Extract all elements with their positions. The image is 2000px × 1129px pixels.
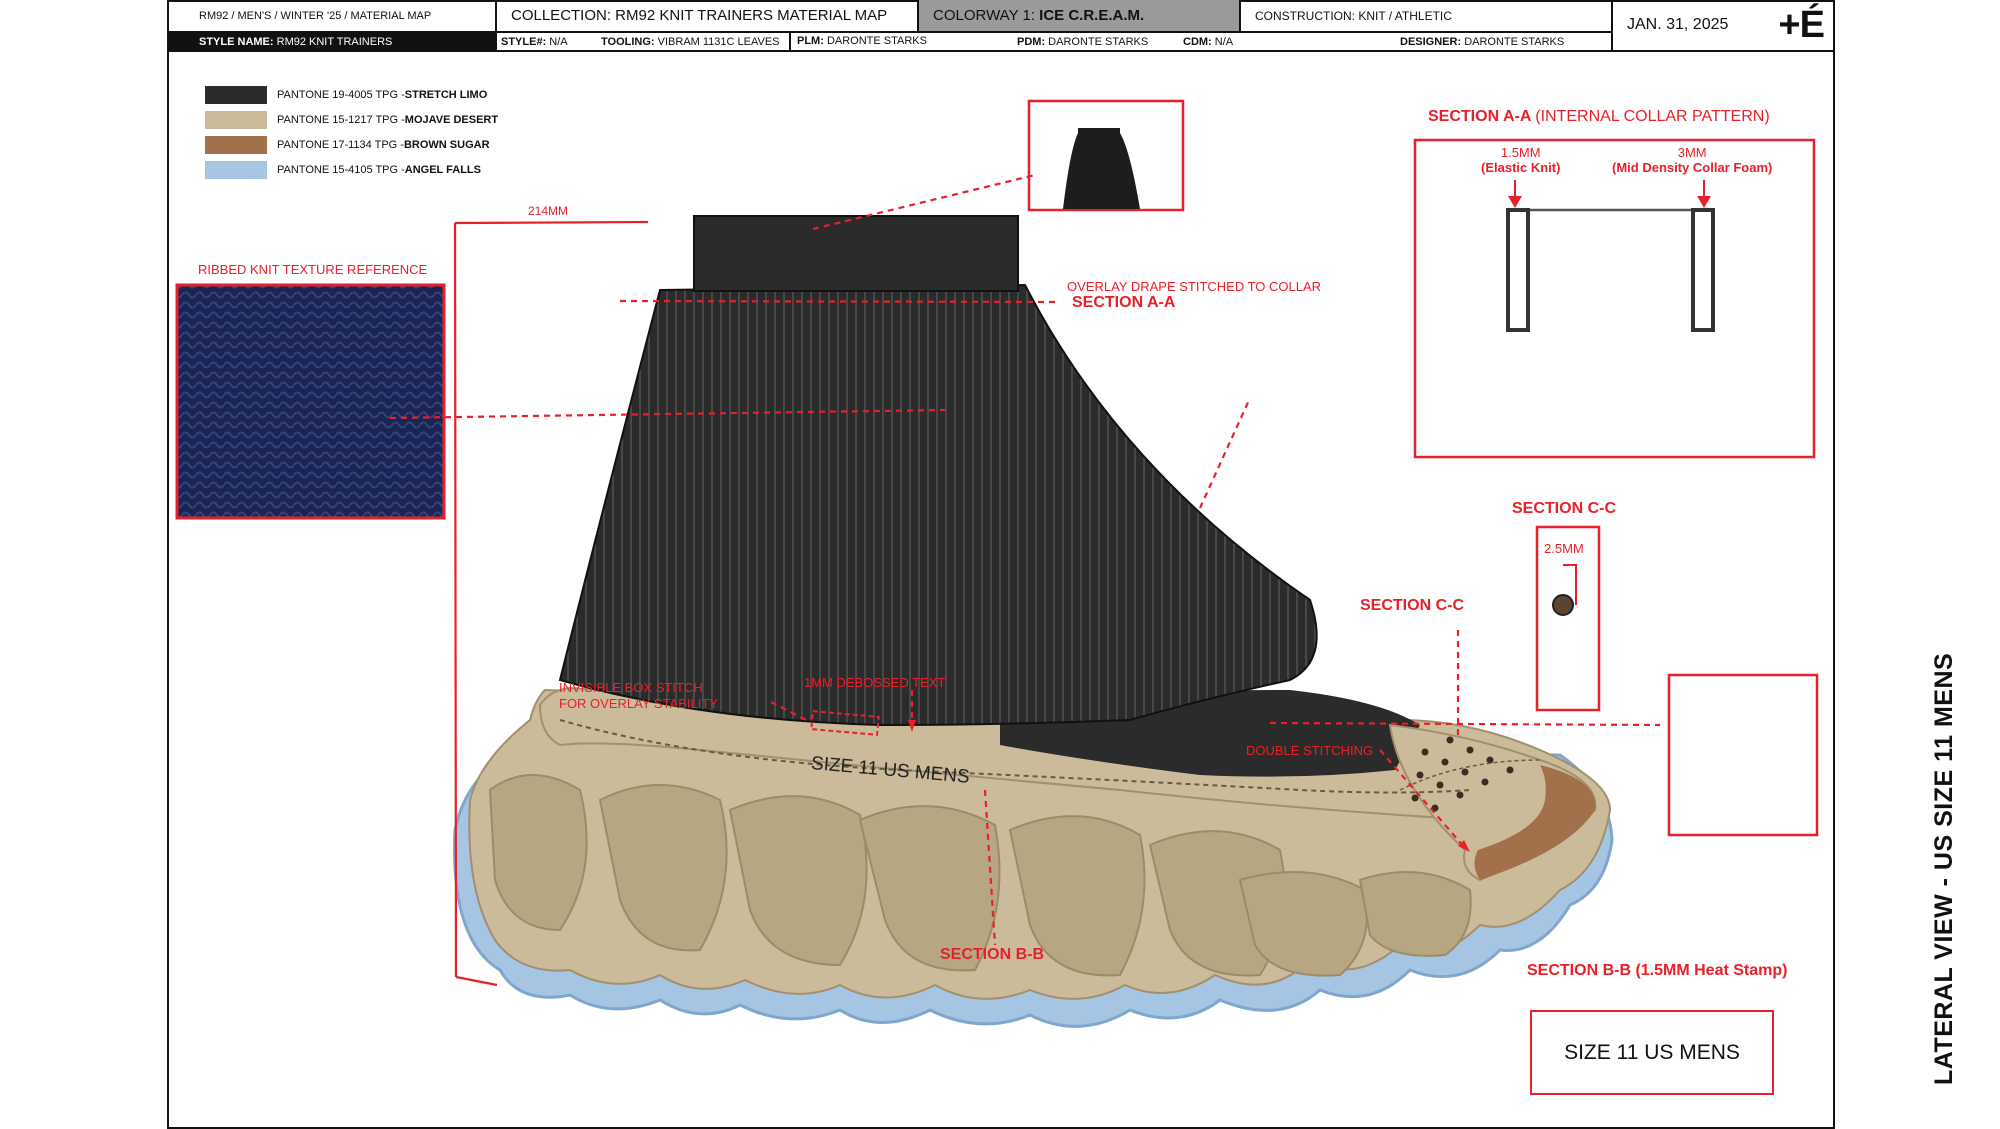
construction: CONSTRUCTION: KNIT / ATHLETIC <box>1241 0 1613 33</box>
style-number: STYLE#: N/A <box>501 36 568 48</box>
collection-title: COLLECTION: RM92 KNIT TRAINERS MATERIAL … <box>497 0 919 33</box>
legend-name: ANGEL FALLS <box>404 163 481 176</box>
invisible-stitch-line2: FOR OVERLAY STABILITY <box>559 696 718 711</box>
eyelet-detail <box>1552 594 1574 616</box>
designer-value: DARONTE STARKS <box>1464 35 1565 48</box>
dimension-214mm <box>453 220 649 987</box>
knit-texture-swatch <box>175 283 446 520</box>
legend-item: PANTONE 15-1217 TPG - MOJAVE DESERT <box>205 107 498 132</box>
eyelets <box>1411 736 1514 812</box>
ribbed-reference-label: RIBBED KNIT TEXTURE REFERENCE <box>198 262 428 277</box>
meta-row: STYLE#: N/A TOOLING: VIBRAM 1131C LEAVES… <box>497 31 1613 52</box>
collar-band <box>693 215 1019 292</box>
pdm-label: PDM: <box>1017 35 1046 48</box>
color-legend: PANTONE 19-4005 TPG - STRETCH LIMO PANTO… <box>205 82 498 182</box>
double-stitching-label: DOUBLE STITCHING <box>1246 743 1374 758</box>
legend-swatch <box>205 160 267 179</box>
leader-lines <box>389 173 1661 946</box>
legend-code: PANTONE 19-4005 TPG - <box>277 88 405 101</box>
colorway-label: COLORWAY 1: <box>933 7 1035 24</box>
brand-logo: +É <box>1778 3 1825 46</box>
elastic-knit-mm: 1.5MM <box>1500 145 1541 160</box>
designer-label: DESIGNER: <box>1400 35 1462 48</box>
section-cc-callout: SECTION C-C <box>1360 597 1464 614</box>
style-name: STYLE NAME: RM92 KNIT TRAINERS <box>167 33 497 52</box>
overlay-drape-label: OVERLAY DRAPE STITCHED TO COLLAR <box>1067 279 1322 294</box>
legend-item: PANTONE 17-1134 TPG - BROWN SUGAR <box>205 132 498 157</box>
plm-value: DARONTE STARKS <box>826 34 927 47</box>
tooling-label: TOOLING: <box>601 35 655 48</box>
legend-code: PANTONE 15-4105 TPG - <box>277 163 405 176</box>
elastic-knit-name: (Elastic Knit) <box>1481 160 1561 175</box>
colorway-value: ICE C.R.E.A.M. <box>1039 7 1145 24</box>
cdm-label: CDM: <box>1183 35 1212 48</box>
detail-box-empty <box>1667 673 1819 837</box>
collar-foam-name: (Mid Density Collar Foam) <box>1612 160 1773 175</box>
debossed-text-box <box>810 710 880 736</box>
tooling-value: VIBRAM 1131C LEAVES <box>657 35 780 48</box>
cdm: CDM: N/A <box>1183 36 1233 48</box>
title-block: RM92 / MEN'S / WINTER '25 / MATERIAL MAP… <box>167 0 1835 52</box>
legend-swatch <box>205 85 267 104</box>
collar-foam-mm: 3MM <box>1677 145 1707 160</box>
debossed-label: 1MM DEBOSSED TEXT <box>804 675 946 690</box>
pdm-value: DARONTE STARKS <box>1048 35 1149 48</box>
section-cc-dimension: 2.5MM <box>1544 541 1584 556</box>
tooling: TOOLING: VIBRAM 1131C LEAVES <box>601 36 780 48</box>
style-name-label: STYLE NAME: <box>199 35 274 48</box>
plm: PLM: DARONTE STARKS <box>789 31 927 50</box>
section-aa-title: SECTION A-A (INTERNAL COLLAR PATTERN) <box>1428 108 1770 126</box>
collar-detail-sock <box>1063 128 1140 209</box>
legend-swatch <box>205 110 267 129</box>
section-bb-callout: SECTION B-B <box>940 946 1044 963</box>
legend-code: PANTONE 17-1134 TPG - <box>277 138 404 151</box>
ribbed-drape-overlay <box>558 283 1318 727</box>
cdm-value: N/A <box>1214 35 1234 48</box>
breadcrumb: RM92 / MEN'S / WINTER '25 / MATERIAL MAP <box>167 0 497 33</box>
section-aa-title-text: SECTION A-A <box>1428 108 1531 125</box>
date: JAN. 31, 2025 <box>1627 16 1729 33</box>
double-stitch-line <box>559 719 1471 794</box>
toe-tip-brown-sugar <box>1474 765 1596 880</box>
section-cc-box <box>1535 525 1601 712</box>
view-title: LATERAL VIEW - US SIZE 11 MENS <box>1930 652 1958 1085</box>
section-aa-subtitle: (INTERNAL COLLAR PATTERN) <box>1535 108 1770 125</box>
section-bb-heat-label: SECTION B-B (1.5MM Heat Stamp) <box>1527 962 1788 979</box>
size-label-box: SIZE 11 US MENS <box>1530 1010 1774 1095</box>
style-number-value: N/A <box>549 35 568 48</box>
colorway: COLORWAY 1: ICE C.R.E.A.M. <box>919 0 1241 33</box>
legend-name: MOJAVE DESERT <box>404 113 499 126</box>
legend-name: BROWN SUGAR <box>403 138 490 151</box>
section-aa-box <box>1413 138 1816 459</box>
section-aa-callout: SECTION A-A <box>1072 294 1176 311</box>
dimension-214mm-label: 214MM <box>528 204 569 218</box>
tread-lugs <box>488 774 1472 977</box>
legend-item: PANTONE 15-4105 TPG - ANGEL FALLS <box>205 157 498 182</box>
designer: DESIGNER: DARONTE STARKS <box>1400 36 1564 48</box>
legend-name: STRETCH LIMO <box>404 88 488 101</box>
style-number-label: STYLE#: <box>501 35 547 48</box>
date-cell: JAN. 31, 2025 +É <box>1613 0 1835 52</box>
legend-item: PANTONE 19-4005 TPG - STRETCH LIMO <box>205 82 498 107</box>
collar-foam-label: 3MM(Mid Density Collar Foam) <box>1612 145 1772 175</box>
plm-label: PLM: <box>797 34 824 47</box>
pdm: PDM: DARONTE STARKS <box>1017 36 1148 48</box>
legend-swatch <box>205 135 267 154</box>
legend-code: PANTONE 15-1217 TPG - <box>277 113 405 126</box>
invisible-stitch-line1: INVISIBLE BOX STITCH <box>559 680 703 695</box>
style-name-value: RM92 KNIT TRAINERS <box>276 35 393 48</box>
elastic-knit-label: 1.5MM(Elastic Knit) <box>1481 145 1560 175</box>
section-cc-title: SECTION C-C <box>1512 500 1616 517</box>
